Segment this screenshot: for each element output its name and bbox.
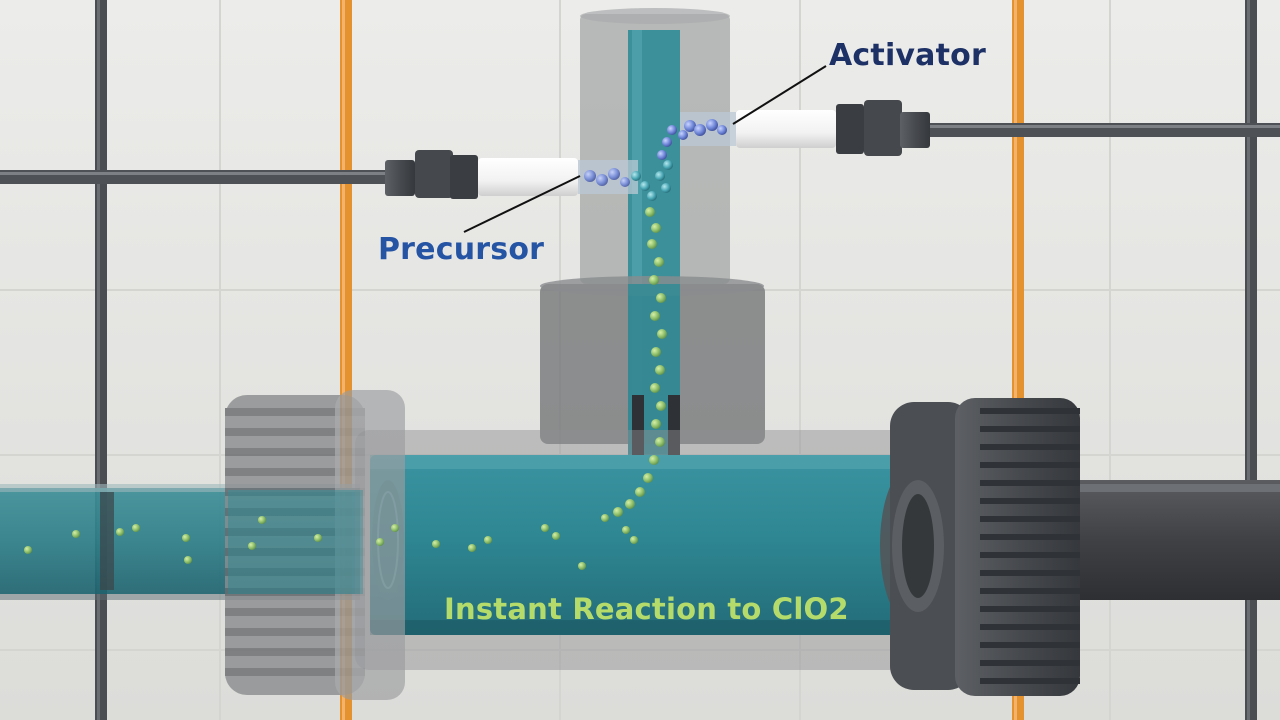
right-union-nut bbox=[890, 398, 1080, 696]
left-union-nut bbox=[225, 390, 405, 700]
activator-bubbles bbox=[655, 119, 727, 193]
activator-label: Activator bbox=[829, 38, 986, 73]
precursor-feed-line bbox=[0, 170, 392, 184]
reaction-label: Instant Reaction to ClO2 bbox=[444, 592, 849, 626]
outlet-pipe bbox=[1060, 480, 1280, 600]
tee-collar bbox=[540, 276, 765, 473]
activator-leader-line bbox=[732, 65, 827, 125]
precursor-bubbles bbox=[584, 168, 657, 201]
reactor-body bbox=[355, 430, 945, 670]
precursor-leader-line bbox=[463, 175, 581, 233]
precursor-label: Precursor bbox=[378, 232, 545, 267]
activator-feed-line bbox=[925, 123, 1280, 137]
product-bubbles bbox=[24, 207, 667, 570]
activator-injector bbox=[680, 100, 930, 156]
precursor-injector bbox=[385, 150, 638, 199]
